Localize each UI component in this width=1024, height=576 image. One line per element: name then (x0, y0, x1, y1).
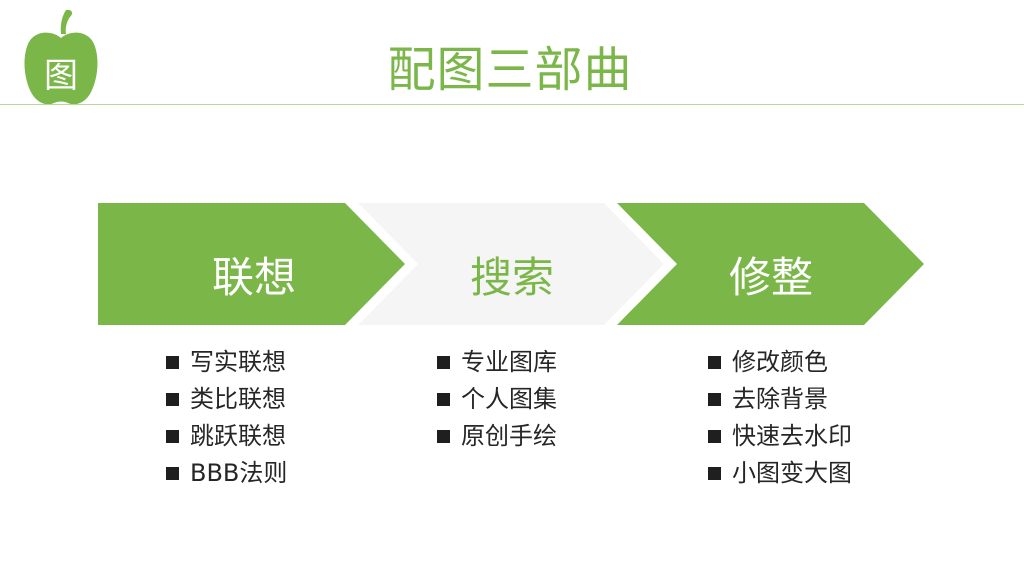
list-item: 个人图集 (437, 381, 557, 418)
logo: 图 (22, 8, 100, 108)
logo-text: 图 (44, 56, 78, 96)
square-bullet-icon (708, 467, 721, 480)
title-divider (0, 104, 1024, 105)
square-bullet-icon (166, 356, 179, 369)
square-bullet-icon (166, 430, 179, 443)
list-item: 跳跃联想 (166, 418, 287, 455)
list-item: 快速去水印 (708, 418, 852, 455)
list-item: 去除背景 (708, 381, 852, 418)
square-bullet-icon (166, 393, 179, 406)
apple-icon (24, 9, 98, 105)
square-bullet-icon (708, 430, 721, 443)
square-bullet-icon (437, 393, 450, 406)
step-list-associate: 写实联想 类比联想 跳跃联想 BBB法则 (166, 344, 287, 492)
step-label-associate: 联想 (211, 253, 296, 302)
square-bullet-icon (437, 356, 450, 369)
list-item: BBB法则 (166, 455, 287, 492)
square-bullet-icon (166, 467, 179, 480)
square-bullet-icon (708, 356, 721, 369)
step-label-refine: 修整 (728, 253, 813, 302)
list-item: 专业图库 (437, 344, 557, 381)
square-bullet-icon (708, 393, 721, 406)
list-item: 修改颜色 (708, 344, 852, 381)
step-arrow-1 (98, 203, 405, 325)
step-list-refine: 修改颜色 去除背景 快速去水印 小图变大图 (708, 344, 852, 492)
list-item: 写实联想 (166, 344, 287, 381)
page-title: 配图三部曲 (387, 42, 633, 98)
step-arrow-2 (358, 203, 664, 325)
step-label-search: 搜索 (469, 253, 554, 302)
list-item: 小图变大图 (708, 455, 852, 492)
list-item: 类比联想 (166, 381, 287, 418)
step-list-search: 专业图库 个人图集 原创手绘 (437, 344, 557, 455)
square-bullet-icon (437, 430, 450, 443)
step-arrow-3 (617, 203, 924, 325)
list-item: 原创手绘 (437, 418, 557, 455)
